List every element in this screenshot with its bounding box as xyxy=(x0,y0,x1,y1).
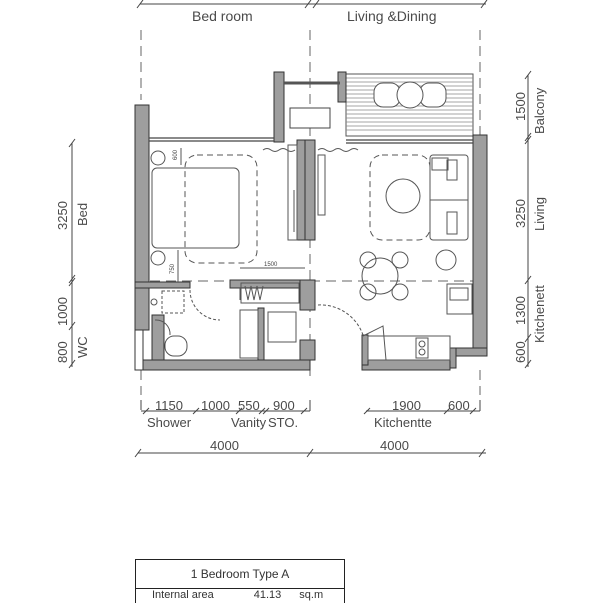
left-dim-wc-room: WC xyxy=(75,336,90,358)
overall-dim-right: 4000 xyxy=(380,438,409,453)
right-dimension-line xyxy=(524,70,532,369)
left-wall-base xyxy=(134,329,144,371)
bed xyxy=(150,148,258,282)
internal-area-unit: sq.m xyxy=(299,589,324,601)
bottom-dim-1150: 1150 xyxy=(155,398,183,413)
right-dim-balcony-room: Balcony xyxy=(532,87,547,134)
top-dimension-line xyxy=(136,0,488,9)
right-dim-living-value: 3250 xyxy=(513,199,528,228)
bottom-dim-900: 900 xyxy=(273,398,295,413)
left-dim-bed-value: 3250 xyxy=(55,201,70,230)
internal-area-label: Internal area xyxy=(152,589,214,601)
wardrobe xyxy=(239,144,359,304)
right-dim-kitchenett-value: 1300 xyxy=(513,296,528,325)
bathroom xyxy=(150,289,297,359)
spec-row-internal-area: Internal area 41.13 sq.m xyxy=(136,589,344,603)
internal-area-value: 41.13 xyxy=(253,589,282,601)
top-label-living-dining: Living &Dining xyxy=(347,8,437,24)
spec-table: 1 Bedroom Type A Internal area 41.13 sq.… xyxy=(135,559,345,603)
bed-bottom-clearance: 750 xyxy=(170,263,176,274)
bottom-room-vanity: Vanity xyxy=(231,415,267,430)
bottom-dim-1900: 1900 xyxy=(392,398,421,413)
left-dim-wc-value: 800 xyxy=(55,341,70,363)
bottom-room-sto: STO. xyxy=(268,415,299,430)
bottom-room-shower: Shower xyxy=(147,415,192,430)
spec-table-title: 1 Bedroom Type A xyxy=(136,560,344,589)
left-dim-bed-room: Bed xyxy=(75,202,90,226)
bottom-dimension-lines xyxy=(134,400,486,458)
right-dim-living-room: Living xyxy=(532,197,547,231)
overall-dim-left: 4000 xyxy=(210,438,239,453)
right-dim-600-value: 600 xyxy=(513,341,528,363)
balcony-niche xyxy=(284,81,340,129)
wardrobe-width: 1500 xyxy=(264,262,278,268)
walls xyxy=(134,71,488,371)
bed-top-clearance: 600 xyxy=(173,149,179,160)
bottom-room-kitchentte: Kitchentte xyxy=(374,415,432,430)
kitchen xyxy=(317,283,473,361)
left-dim-1000-value: 1000 xyxy=(55,297,70,326)
bottom-dim-600: 600 xyxy=(448,398,470,413)
right-dim-kitchenett-room: Kitchenett xyxy=(532,285,547,343)
living-furniture xyxy=(317,154,469,301)
bottom-dim-550: 550 xyxy=(238,398,260,413)
sliding-doors xyxy=(149,137,473,144)
bottom-dim-1000: 1000 xyxy=(201,398,230,413)
balcony-deck xyxy=(345,73,474,137)
top-label-bedroom: Bed room xyxy=(192,8,253,24)
right-dim-balcony-value: 1500 xyxy=(513,92,528,121)
left-dimension-line xyxy=(68,138,76,369)
